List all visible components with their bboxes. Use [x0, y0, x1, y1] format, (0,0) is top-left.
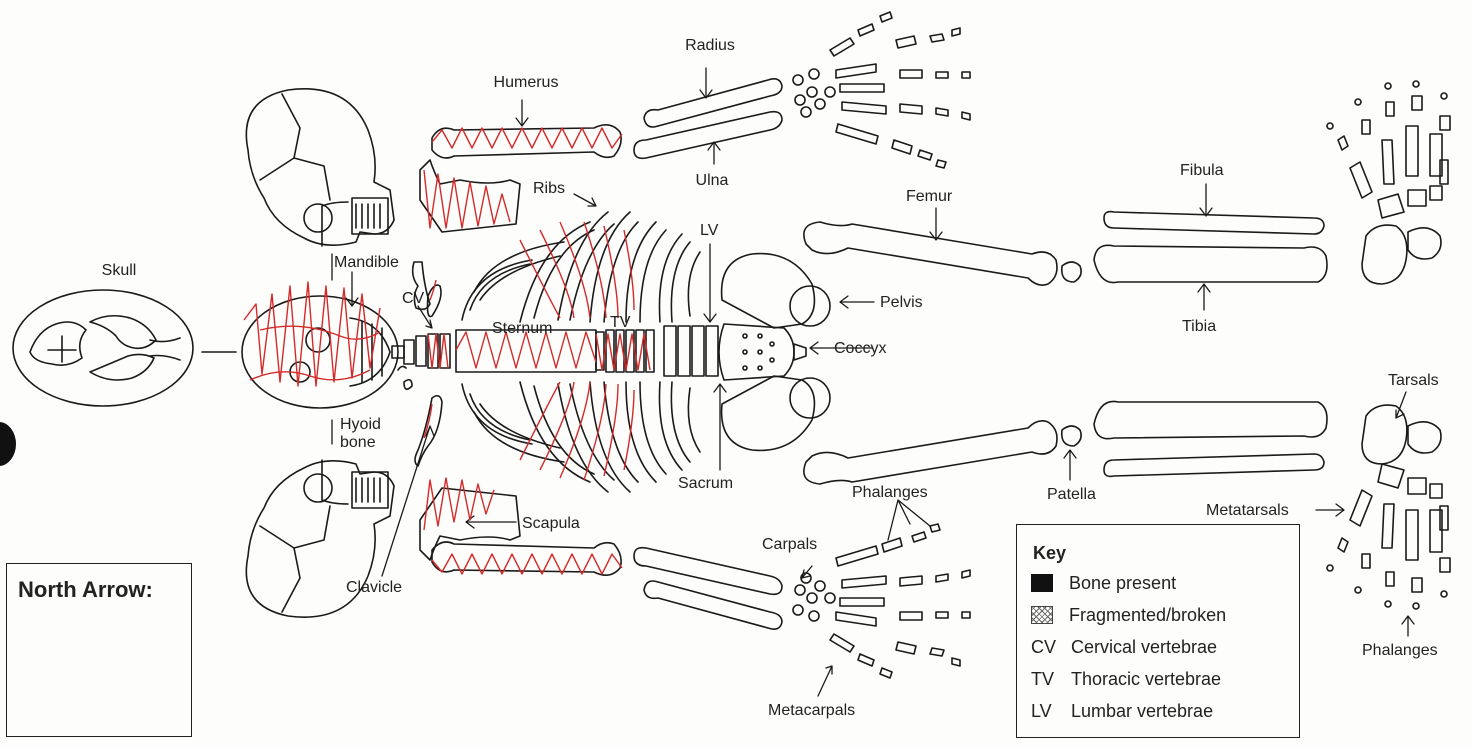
hand-upper: [793, 12, 970, 168]
label-tarsals: Tarsals: [1388, 372, 1439, 390]
key-item-abbr: LV: [1031, 701, 1071, 722]
tibia-upper-shape: [1094, 245, 1327, 282]
label-scapula: Scapula: [522, 515, 580, 533]
scapula-upper-marking: [424, 170, 510, 228]
label-ribs: Ribs: [533, 180, 565, 198]
label-metatarsals: Metatarsals: [1206, 502, 1289, 520]
label-phalanges-hand: Phalanges: [852, 484, 928, 502]
label-metacarpals: Metacarpals: [768, 702, 855, 720]
key-item-label: Bone present: [1069, 573, 1176, 594]
label-skull: Skull: [102, 262, 137, 280]
key-item-tv: TV Thoracic vertebrae: [1031, 667, 1221, 691]
foot-lower: [1327, 405, 1450, 609]
key-item-label: Cervical vertebrae: [1071, 637, 1217, 658]
key-title: Key: [1033, 543, 1066, 564]
label-lv: LV: [700, 222, 718, 240]
foot-upper: [1327, 81, 1450, 284]
hand-lower: [793, 524, 970, 678]
key-item-label: Fragmented/broken: [1069, 605, 1226, 626]
label-femur: Femur: [906, 188, 952, 206]
bone-present-swatch: [1031, 574, 1053, 592]
radius-upper-shape: [644, 79, 782, 127]
hyoid-bone-shape: [398, 366, 412, 389]
label-mandible: Mandible: [334, 254, 399, 272]
key-item-label: Lumbar vertebrae: [1071, 701, 1213, 722]
label-sacrum: Sacrum: [678, 475, 733, 493]
label-fibula: Fibula: [1180, 162, 1224, 180]
fibula-lower-shape: [1104, 454, 1324, 476]
label-ulna: Ulna: [696, 172, 729, 190]
humerus-upper-marking: [432, 128, 622, 148]
label-carpals: Carpals: [762, 536, 817, 554]
north-arrow-title: North Arrow:: [18, 577, 153, 603]
fibula-upper-shape: [1104, 212, 1324, 234]
label-phalanges-foot: Phalanges: [1362, 642, 1438, 660]
pelvis-shape: [719, 254, 830, 451]
skull-superior-view: [13, 290, 236, 406]
skull-lateral-upper: [246, 89, 394, 246]
label-sternum: Sternum: [492, 320, 552, 338]
patella-upper-shape: [1062, 262, 1081, 282]
key-item-cv: CV Cervical vertebrae: [1031, 635, 1217, 659]
label-hyoid-bone: Hyoid bone: [340, 416, 381, 452]
tibia-lower-shape: [1094, 401, 1327, 438]
label-patella: Patella: [1047, 486, 1096, 504]
ribs-upper-marking: [520, 222, 634, 318]
femur-lower-shape: [804, 421, 1057, 484]
patella-lower-shape: [1062, 426, 1081, 446]
fragmented-swatch: [1031, 606, 1053, 624]
key-legend: Key Bone present Fragmented/broken CV Ce…: [1016, 524, 1300, 738]
key-item-fragmented: Fragmented/broken: [1031, 603, 1226, 627]
femur-upper-shape: [804, 222, 1057, 285]
radius-lower-shape: [634, 548, 782, 595]
ulna-upper-shape: [634, 112, 782, 159]
label-tv: TV: [610, 314, 630, 332]
north-arrow-box[interactable]: North Arrow:: [6, 563, 192, 737]
ribs-upper: [462, 212, 700, 322]
key-item-label: Thoracic vertebrae: [1071, 669, 1221, 690]
key-item-lv: LV Lumbar vertebrae: [1031, 699, 1213, 723]
label-pelvis: Pelvis: [880, 294, 923, 312]
label-coccyx: Coccyx: [834, 340, 886, 358]
label-cv: CV: [402, 290, 424, 308]
skull-marking: [244, 282, 380, 386]
key-item-abbr: CV: [1031, 637, 1071, 658]
label-humerus: Humerus: [494, 74, 559, 92]
ulna-lower-shape: [644, 581, 782, 629]
key-item-bone-present: Bone present: [1031, 571, 1176, 595]
ribs-lower: [462, 382, 700, 492]
label-clavicle: Clavicle: [346, 579, 402, 597]
label-tibia: Tibia: [1182, 318, 1216, 336]
recorder-markings: [244, 128, 650, 574]
scapula-lower-shape: [420, 488, 520, 560]
key-item-abbr: TV: [1031, 669, 1071, 690]
label-radius: Radius: [685, 37, 735, 55]
